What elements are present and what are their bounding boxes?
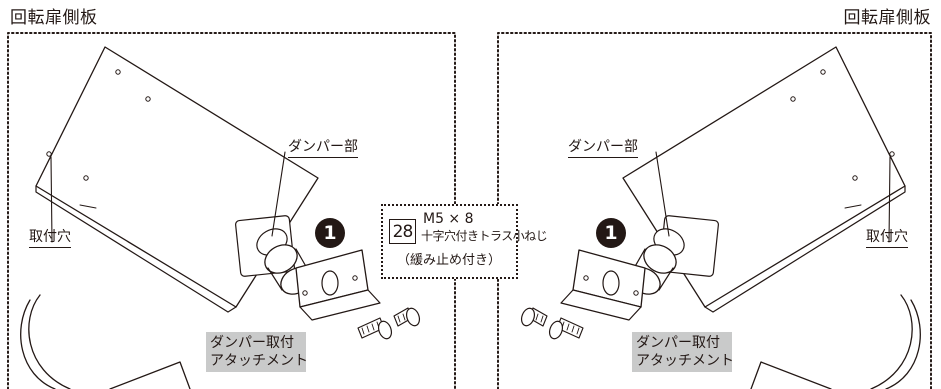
right-attachment-label: ダンパー取付 アタッチメント: [632, 332, 734, 372]
part-number: 28: [389, 219, 416, 244]
left-title: 回転扉側板: [10, 8, 98, 28]
part-note: （緩み止め付き）: [397, 253, 502, 268]
left-attachment-label: ダンパー取付 アタッチメント: [206, 332, 308, 372]
right-attachment-line1: ダンパー取付: [636, 335, 720, 351]
right-attachment-line2: アタッチメント: [636, 353, 734, 369]
right-rotation-arrow: [870, 294, 913, 389]
left-step-badge: 1: [315, 218, 345, 248]
left-attachment-line2: アタッチメント: [210, 353, 308, 369]
left-rotation-arrow: [28, 294, 71, 389]
right-hole-label: 取付穴: [866, 230, 908, 248]
left-screw-b: [393, 307, 421, 327]
left-panel-edge: [35, 185, 237, 313]
left-hole-label: 取付穴: [29, 230, 71, 248]
part-spec: M5 × 8: [423, 211, 474, 227]
part-callout: 28 M5 × 8 十字穴付きトラス小ねじ （緩み止め付き）: [381, 204, 548, 279]
right-step-badge: 1: [596, 218, 626, 248]
left-damper-label: ダンパー部: [288, 140, 358, 158]
right-screw-b: [520, 307, 548, 327]
right-hole: [820, 69, 826, 75]
left-attachment-line1: ダンパー取付: [210, 335, 294, 351]
right-screw-a: [548, 317, 584, 340]
right-panel-edge: [704, 185, 906, 313]
left-screw-a: [357, 317, 393, 340]
left-damper-cylinder: [264, 244, 298, 274]
right-damper-cylinder: [643, 244, 677, 274]
right-damper-label: ダンパー部: [568, 140, 638, 158]
right-title: 回転扉側板: [843, 8, 931, 28]
part-name: 十字穴付きトラス小ねじ: [421, 229, 548, 243]
left-hole: [115, 69, 121, 75]
